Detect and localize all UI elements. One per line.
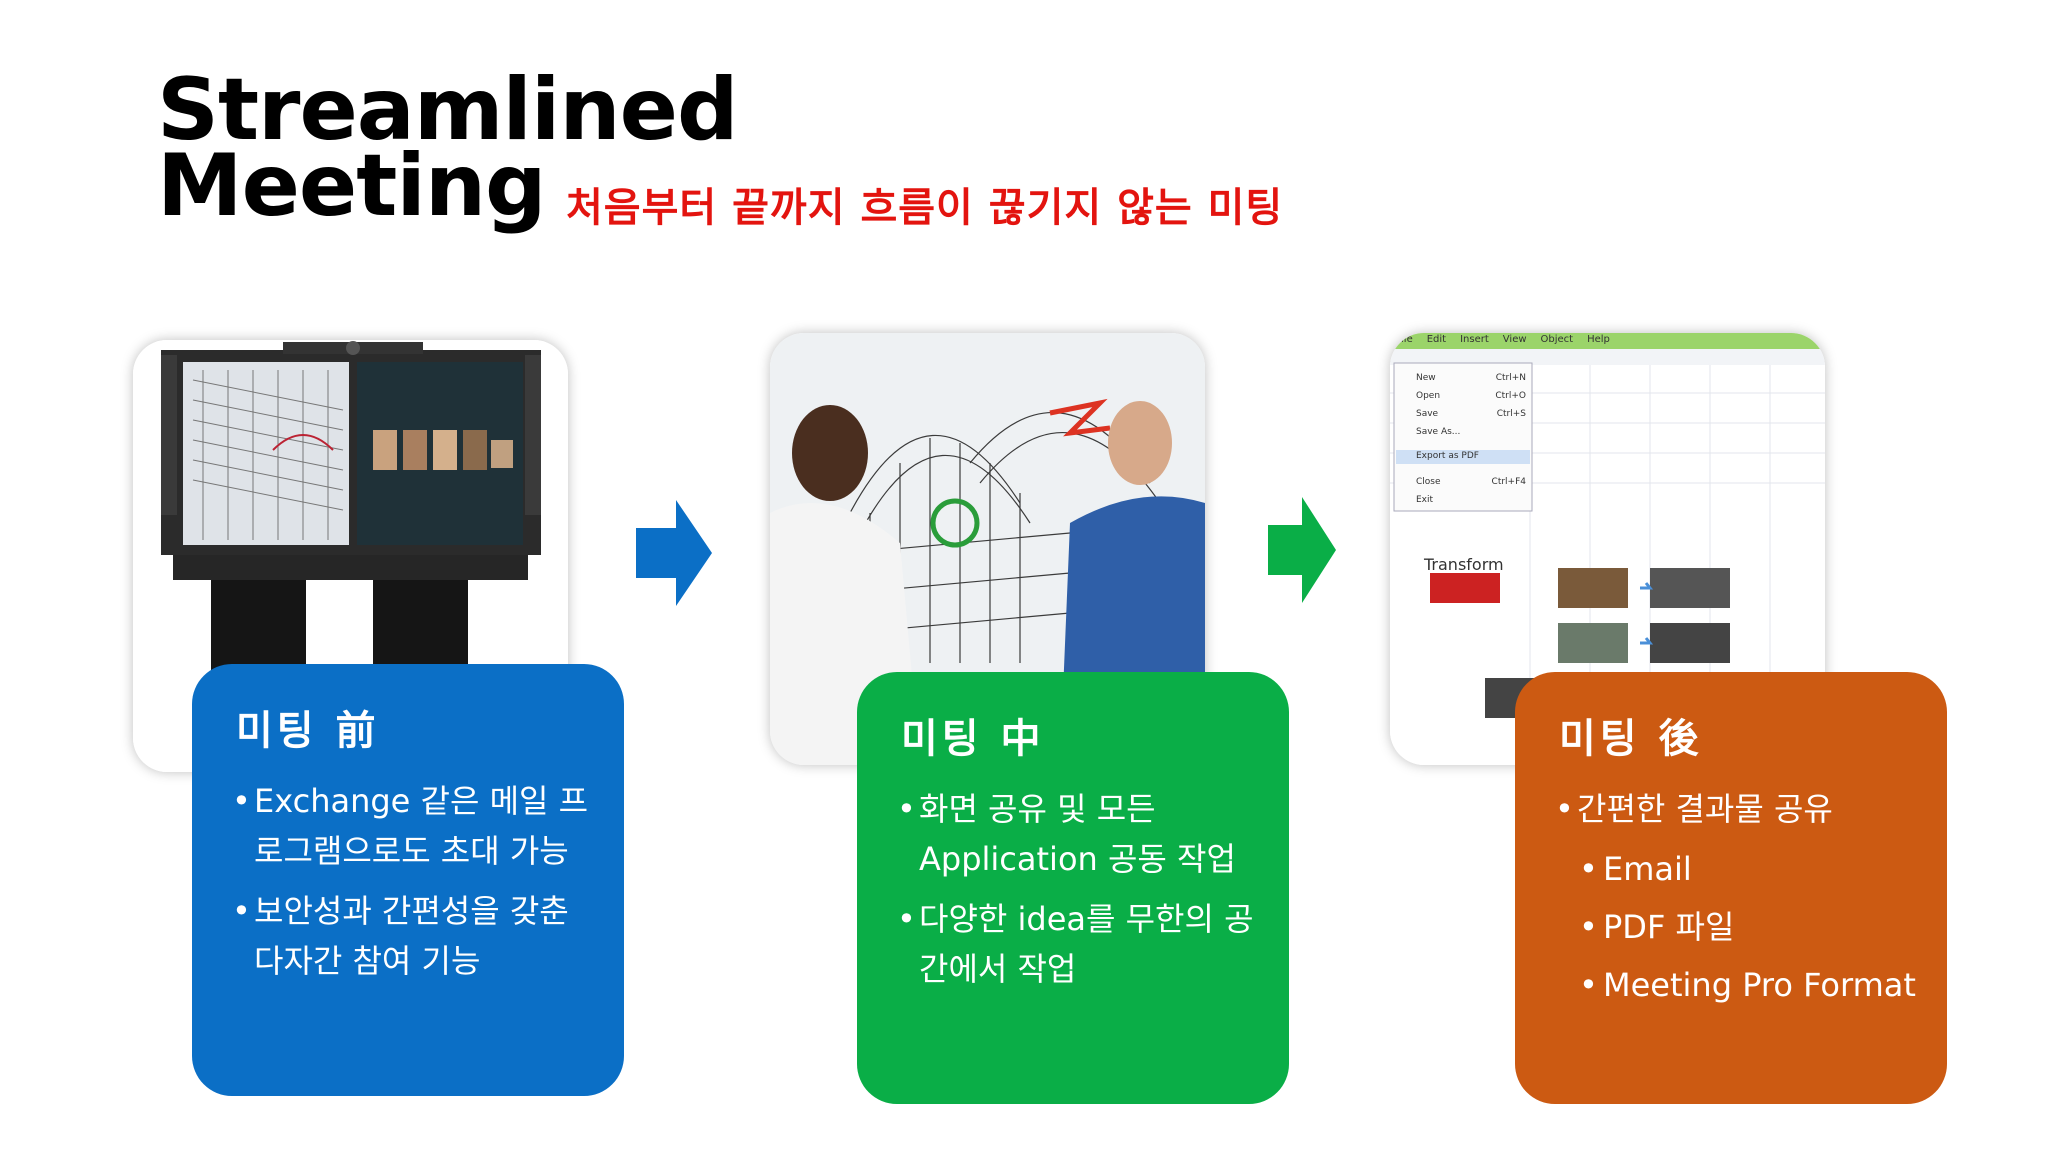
screenshot-menu-view: View: [1502, 334, 1527, 345]
title-line-1: Streamlined: [157, 60, 739, 160]
screenshot-menu-insert: Insert: [1460, 334, 1489, 345]
stage-after-heading: 미팅 後: [1559, 716, 1703, 762]
stage-before-box: 미팅 前 Exchange 같은 메일 프로그램으로도 초대 가능 보안성과 간…: [192, 664, 624, 1096]
stage-during-heading: 미팅 中: [901, 716, 1045, 762]
list-item: Exchange 같은 메일 프로그램으로도 초대 가능: [232, 776, 602, 876]
stage-during-box: 미팅 中 화면 공유 및 모든 Application 공동 작업 다양한 id…: [857, 672, 1289, 1104]
screenshot-menu-help: Help: [1587, 334, 1610, 345]
list-item: Email: [1555, 844, 1935, 894]
stage-after-box: 미팅 後 간편한 결과물 공유 Email PDF 파일 Meeting Pro…: [1515, 672, 1947, 1104]
screenshot-menu-item: Exit: [1416, 495, 1434, 505]
screenshot-menu-edit: Edit: [1426, 334, 1447, 345]
stage-after-bullets: 간편한 결과물 공유 Email PDF 파일 Meeting Pro Form…: [1555, 784, 1935, 1018]
stage-before-heading: 미팅 前: [236, 708, 380, 754]
page-title: Streamlined Meeting: [157, 60, 739, 236]
screenshot-menu-item: Export as PDF: [1416, 451, 1479, 461]
list-item: 화면 공유 및 모든 Application 공동 작업: [897, 784, 1272, 884]
stage-during-bullets: 화면 공유 및 모든 Application 공동 작업 다양한 idea를 무…: [897, 784, 1272, 1004]
stage-before-bullets: Exchange 같은 메일 프로그램으로도 초대 가능 보안성과 간편성을 갖…: [232, 776, 602, 996]
screenshot-transform-heading: Transform: [1424, 555, 1504, 574]
screenshot-menu-item: Save As...: [1416, 427, 1461, 437]
page-subtitle: 처음부터 끝까지 흐름이 끊기지 않는 미팅: [566, 185, 1284, 231]
screenshot-menu-bar: File Edit Insert View Object Help: [1396, 334, 1610, 345]
screenshot-menu-file: File: [1396, 334, 1413, 345]
list-item: Meeting Pro Format: [1555, 960, 1935, 1010]
list-item: 다양한 idea를 무한의 공간에서 작업: [897, 894, 1272, 994]
arrow-right-icon-blue: [636, 500, 712, 606]
list-item: 간편한 결과물 공유: [1555, 784, 1935, 834]
list-item: 보안성과 간편성을 갖춘 다자간 참여 기능: [232, 886, 602, 986]
screenshot-menu-object: Object: [1540, 334, 1574, 345]
arrow-right-icon-green: [1268, 497, 1336, 603]
list-item: PDF 파일: [1555, 902, 1935, 952]
title-line-2: Meeting: [157, 136, 547, 236]
